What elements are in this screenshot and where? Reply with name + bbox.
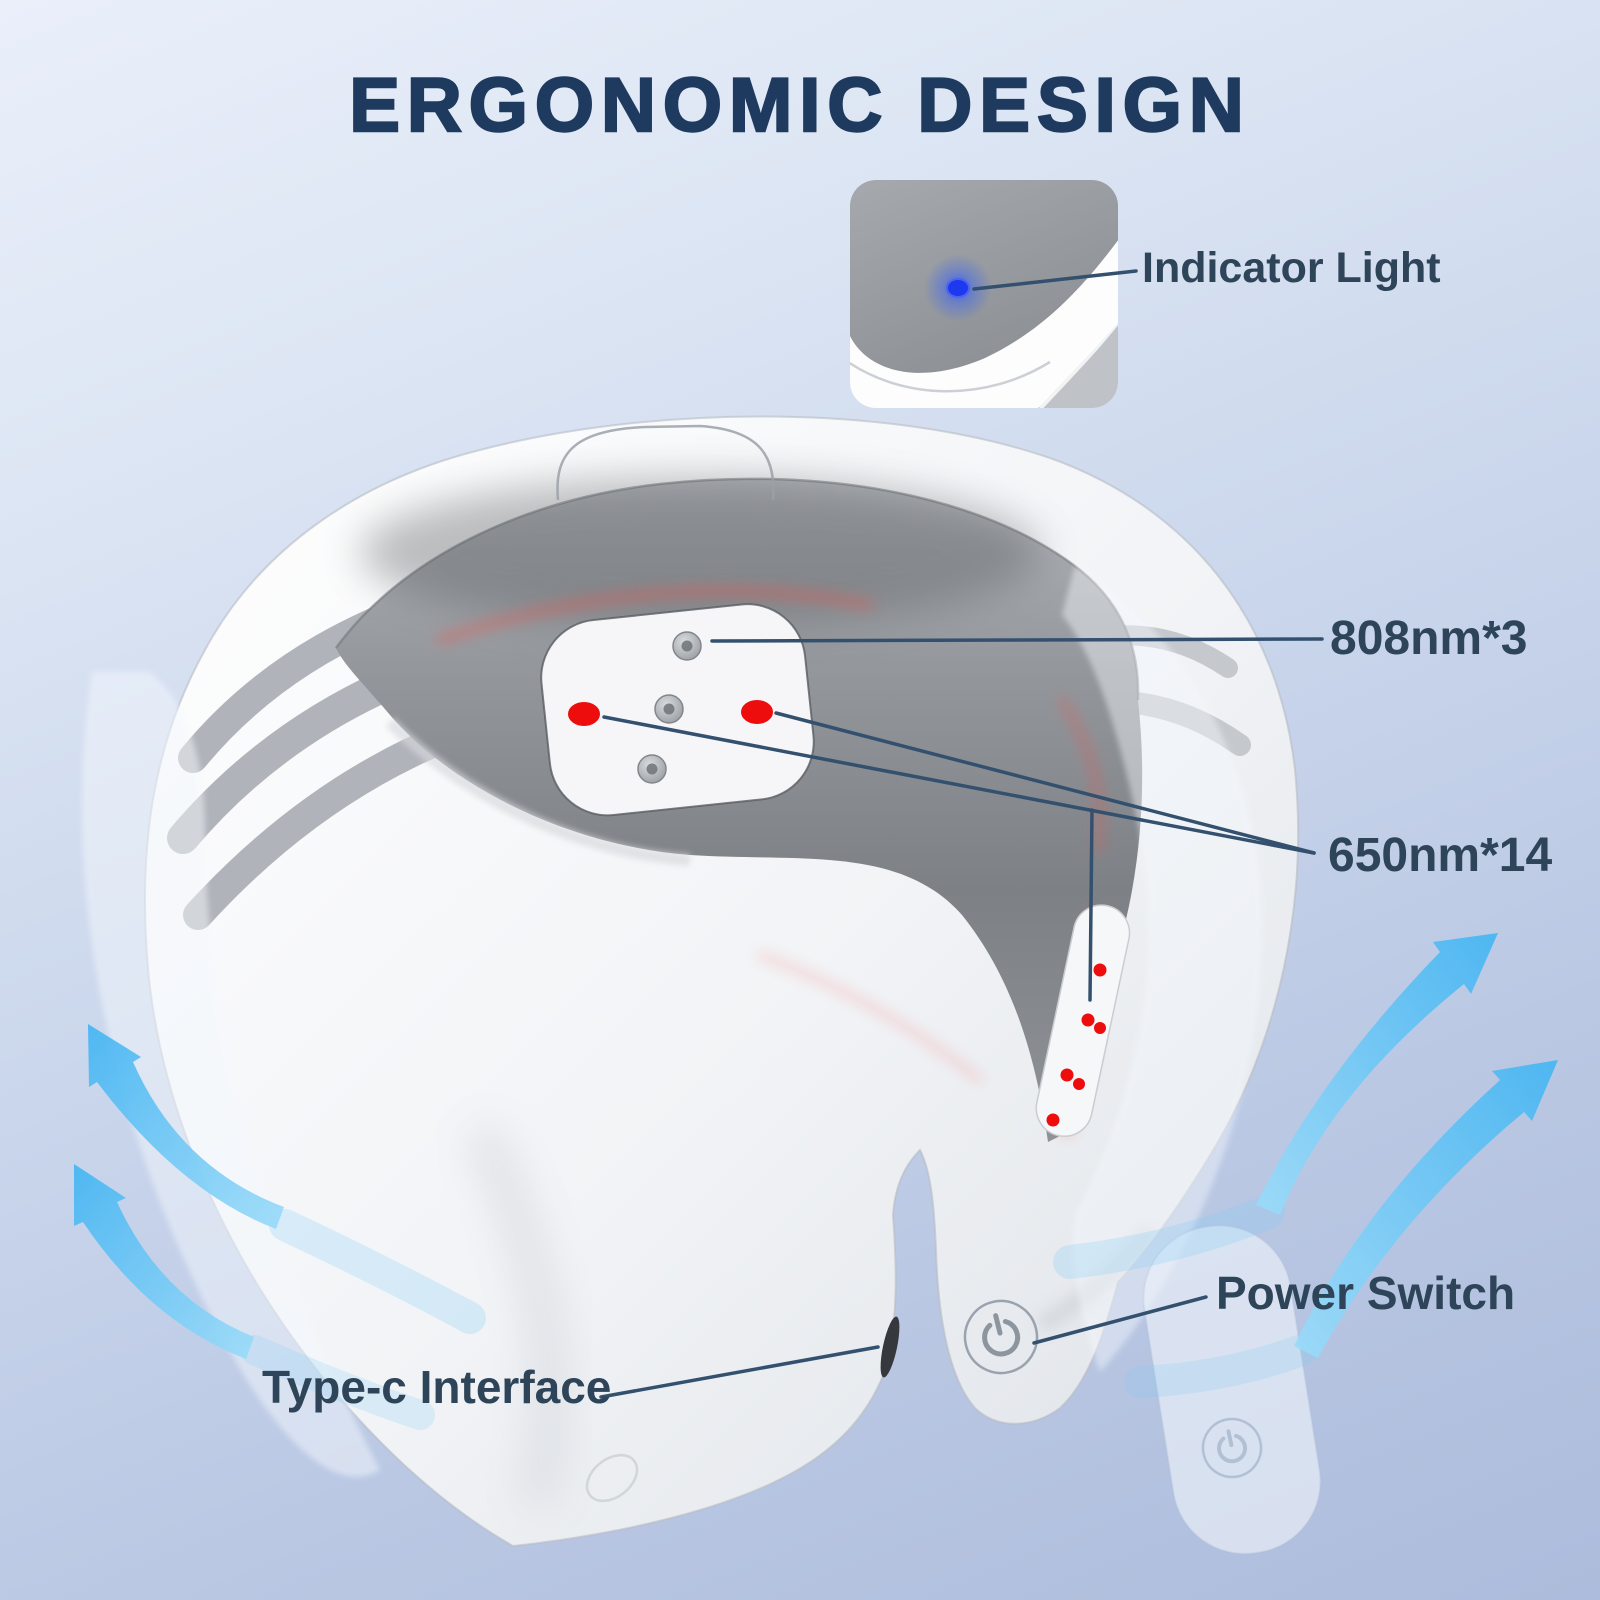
laser-diode-dot <box>637 631 702 784</box>
left-arm-button-edge <box>585 1453 639 1503</box>
laser650-leader-line-b <box>774 711 1316 855</box>
neck-massager-device <box>144 415 1300 1548</box>
type-c-port <box>880 1316 900 1378</box>
leader-lines <box>599 269 1324 1399</box>
ghost-flex-right <box>1062 565 1322 1555</box>
page-title: ERGONOMIC DESIGN <box>348 62 1251 149</box>
laser650-branch-line <box>1088 808 1094 1002</box>
red-laser-dot <box>568 700 773 726</box>
power-leader-line <box>1032 1295 1208 1345</box>
top-clip-seam <box>556 424 775 501</box>
indicator-light-label: Indicator Light <box>1142 244 1441 292</box>
indicator-inset <box>850 180 1118 408</box>
inner-surface <box>336 478 1143 1142</box>
power-icon-ghost <box>1201 1417 1263 1479</box>
laser650-leader-line-a <box>602 715 1316 855</box>
laser-808-label: 808nm*3 <box>1330 612 1528 665</box>
right-laser-strip <box>1035 904 1131 1137</box>
red-laser-dot <box>1046 963 1107 1127</box>
indicator-light-dot <box>946 278 970 298</box>
indicator-leader-line <box>972 269 1138 291</box>
type-c-label: Type-c Interface <box>262 1361 612 1413</box>
typec-leader-line <box>599 1345 880 1399</box>
ghost-flex-left <box>82 672 380 1477</box>
center-pad <box>540 603 815 817</box>
power-icon <box>963 1299 1039 1375</box>
power-switch-label: Power Switch <box>1216 1267 1516 1319</box>
curved-arrow-icon <box>74 933 1558 1430</box>
laser808-leader-line <box>710 637 1324 643</box>
laser-650-label: 650nm*14 <box>1328 829 1553 882</box>
